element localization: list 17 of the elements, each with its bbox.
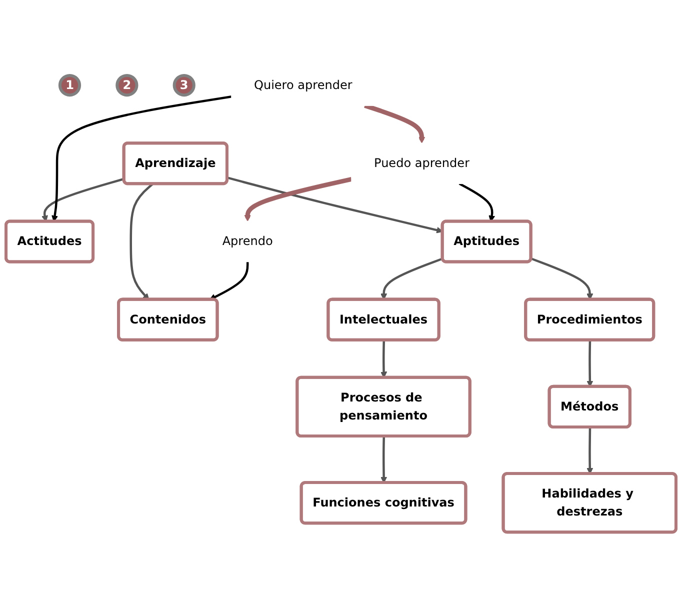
arrow bbox=[130, 183, 154, 300]
node-text: Aprendo bbox=[222, 234, 273, 248]
node-text: Quiero aprender bbox=[254, 78, 352, 92]
arrow bbox=[364, 103, 426, 144]
node-circle: 2 bbox=[116, 74, 138, 97]
node-circle: 3 bbox=[172, 74, 196, 97]
arrow bbox=[380, 340, 388, 378]
arrow bbox=[244, 176, 352, 222]
arrow bbox=[458, 182, 496, 222]
arrow bbox=[380, 258, 444, 300]
node-circle: 1 bbox=[58, 74, 82, 97]
node-text: Puedo aprender bbox=[374, 156, 470, 170]
arrow bbox=[209, 262, 249, 300]
arrow bbox=[42, 178, 125, 222]
arrow bbox=[530, 258, 594, 300]
arrow bbox=[52, 95, 232, 222]
arrow bbox=[227, 176, 443, 234]
